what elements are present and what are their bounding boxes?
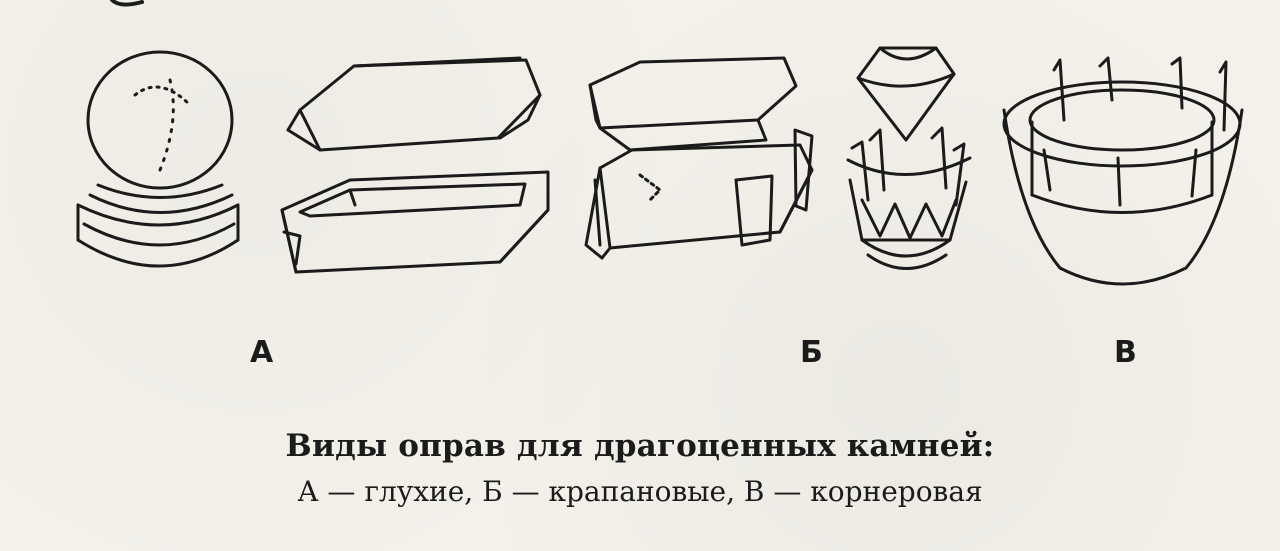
label-a: А — [250, 335, 274, 370]
corner-setting-icon — [1002, 56, 1244, 286]
round-cabochon-bezel-icon — [76, 50, 240, 268]
box-prong-setting-icon — [584, 56, 814, 260]
corner-mark-icon — [110, 0, 144, 7]
box-bezel-setting-icon — [280, 56, 550, 274]
caption-title: Виды оправ для драгоценных камней: — [285, 428, 995, 464]
caption-subtitle: А — глухие, Б — крапановые, В — корнеров… — [297, 475, 983, 508]
label-b: Б — [800, 335, 823, 370]
label-c: В — [1114, 335, 1137, 370]
crown-prong-setting-icon — [846, 46, 972, 270]
